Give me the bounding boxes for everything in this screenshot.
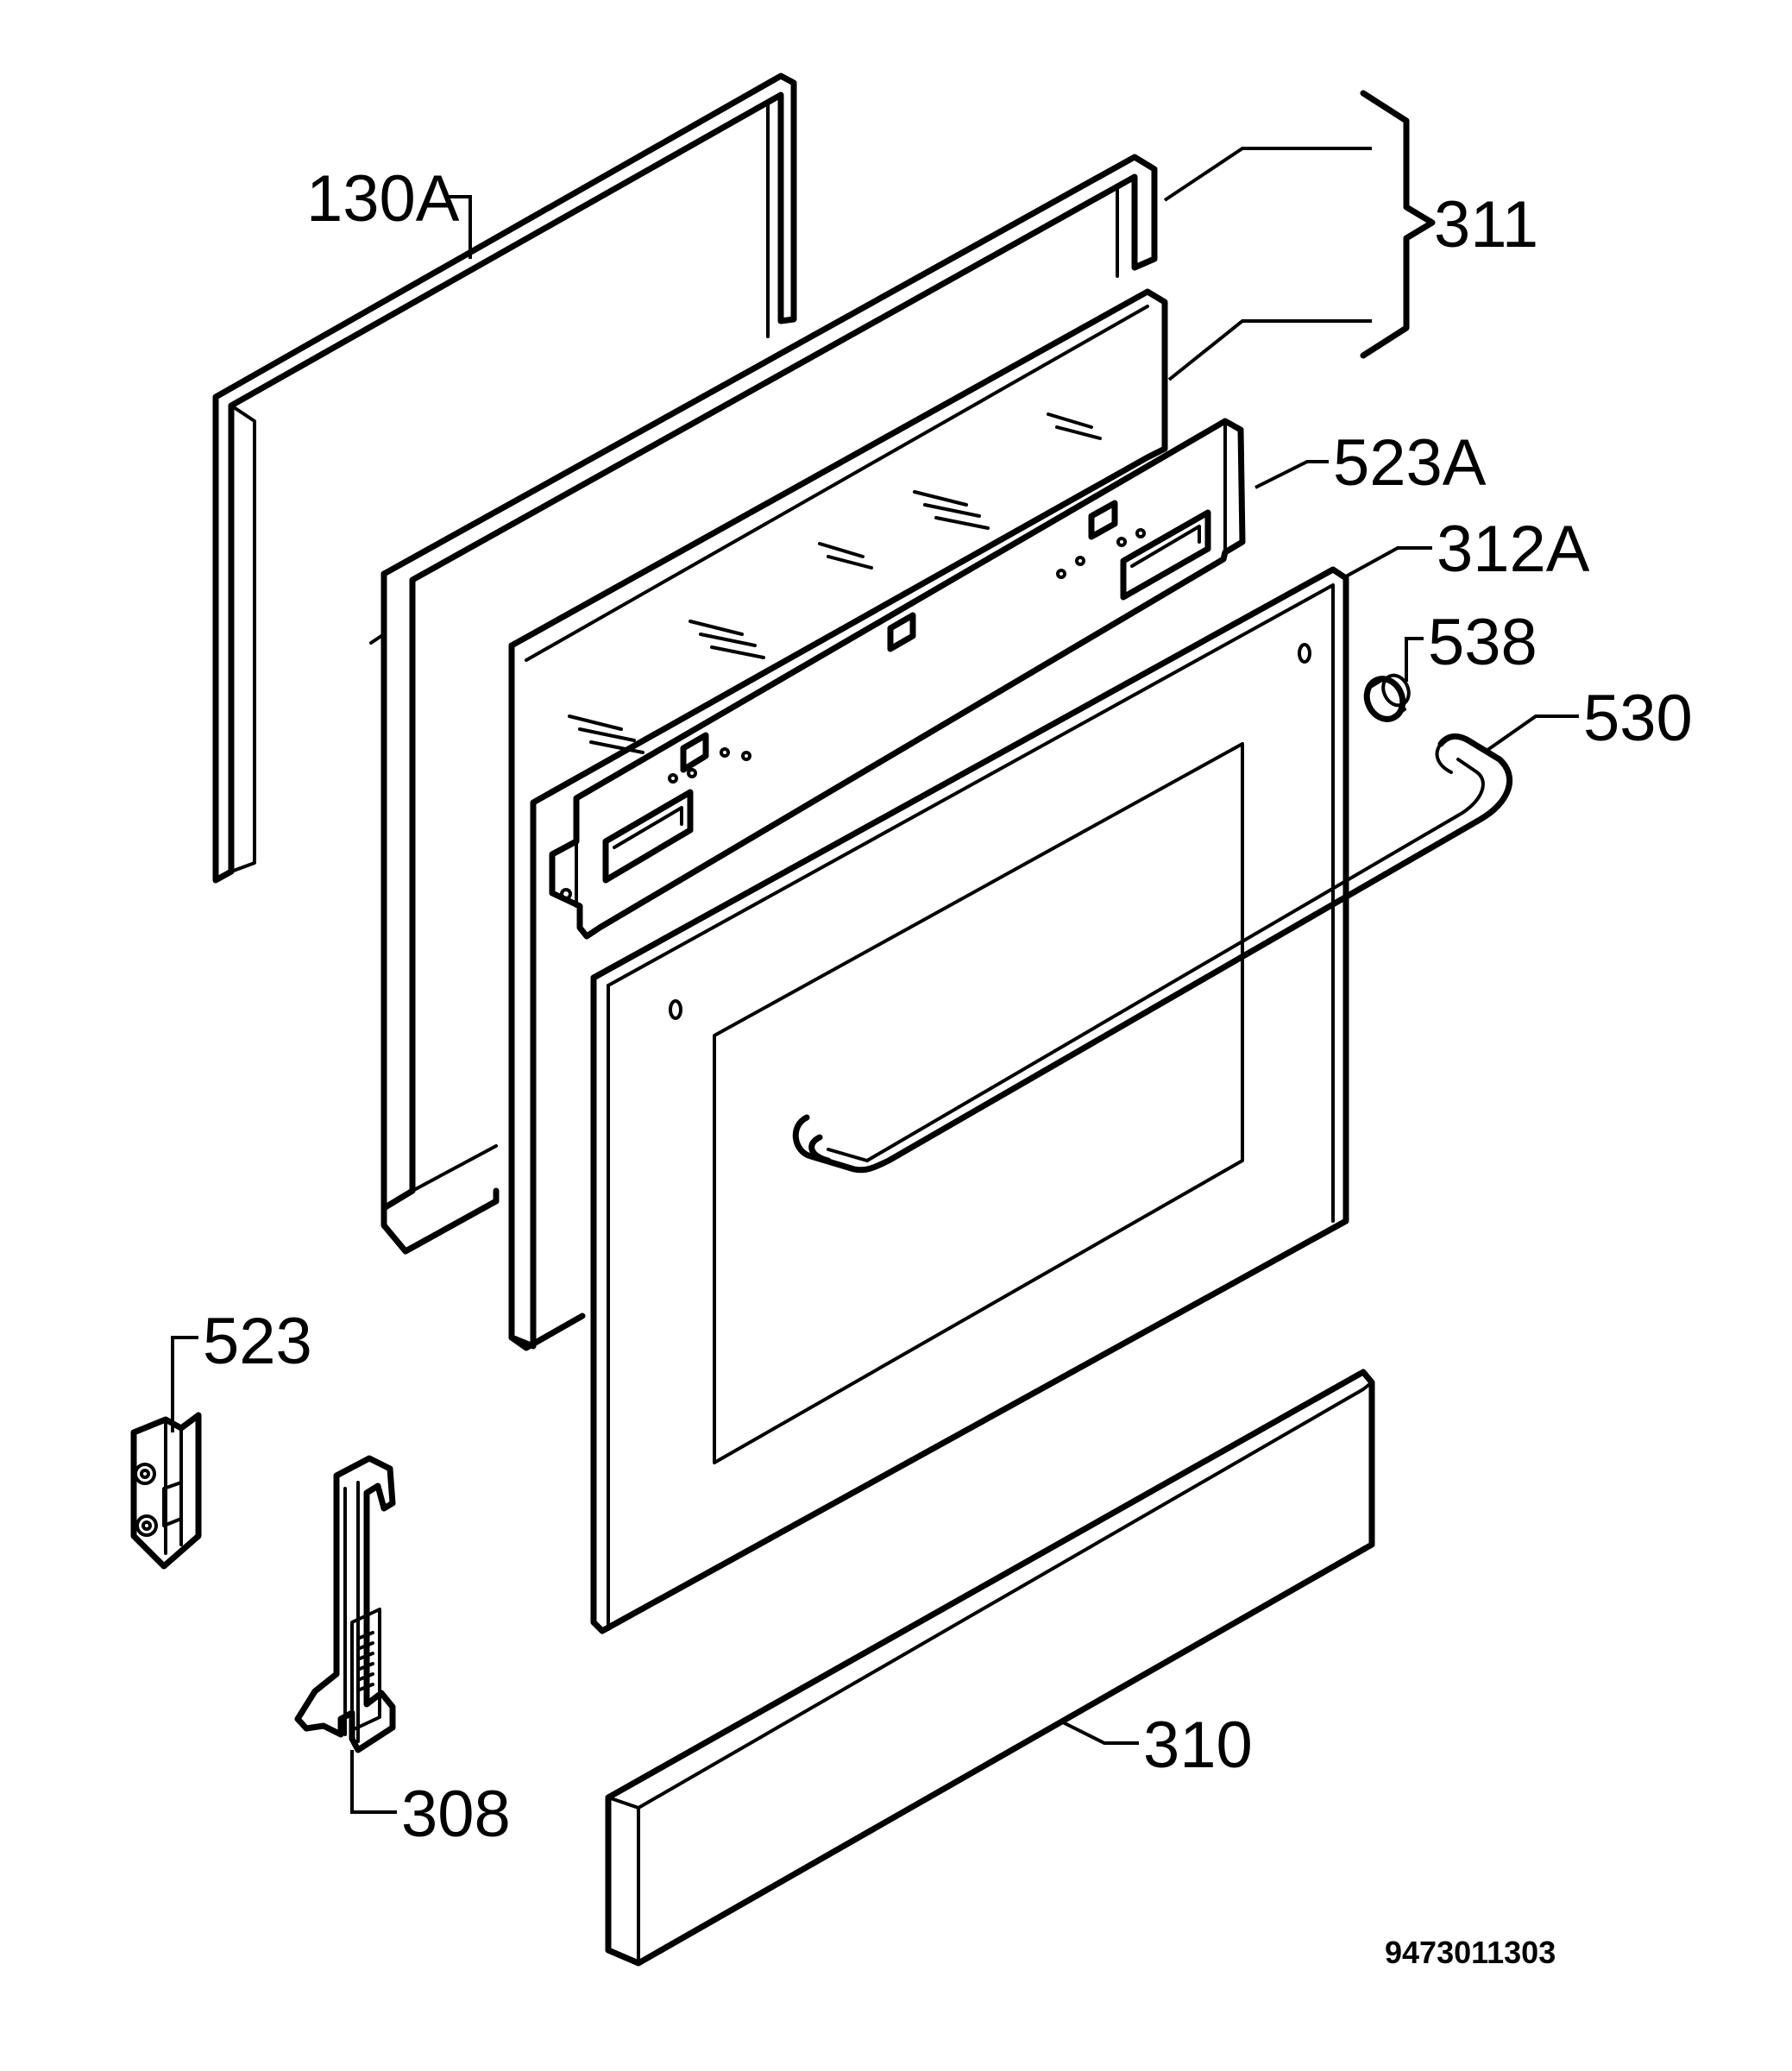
brace-311 bbox=[1360, 90, 1436, 359]
door-handle bbox=[792, 733, 1513, 1174]
bottom-door-trim bbox=[605, 1369, 1375, 1967]
leader-311-upper bbox=[1163, 147, 1372, 202]
label-523a: 523A bbox=[1333, 426, 1487, 500]
document-number: 9473011303 bbox=[1385, 1935, 1556, 1970]
leader-lines bbox=[171, 147, 1579, 1814]
hinge-bracket bbox=[130, 1412, 202, 1570]
label-311: 311 bbox=[1434, 188, 1538, 261]
label-538: 538 bbox=[1428, 606, 1537, 679]
glass-reflection-marks bbox=[568, 412, 1102, 754]
leader-308 bbox=[350, 1750, 397, 1814]
handle-spacer-bush bbox=[1363, 673, 1411, 722]
label-130a: 130A bbox=[306, 162, 460, 236]
leader-530 bbox=[1482, 714, 1579, 754]
leader-310 bbox=[1060, 1720, 1139, 1745]
label-312a: 312A bbox=[1437, 513, 1590, 586]
inner-glass-pane bbox=[508, 288, 1168, 1351]
rear-door-frame bbox=[369, 154, 1158, 1255]
door-hinge bbox=[294, 1455, 396, 1753]
label-310: 310 bbox=[1143, 1709, 1253, 1782]
leader-523 bbox=[171, 1336, 198, 1432]
label-523: 523 bbox=[203, 1305, 312, 1378]
label-530: 530 bbox=[1583, 682, 1693, 755]
label-308: 308 bbox=[401, 1778, 511, 1851]
panel-bracket bbox=[549, 418, 1246, 940]
leader-538 bbox=[1405, 637, 1424, 682]
leader-311-lower bbox=[1167, 319, 1372, 381]
leader-312a bbox=[1345, 546, 1432, 578]
door-seal-gasket bbox=[212, 72, 797, 884]
leader-130a bbox=[444, 195, 472, 259]
leader-523a bbox=[1254, 460, 1329, 489]
